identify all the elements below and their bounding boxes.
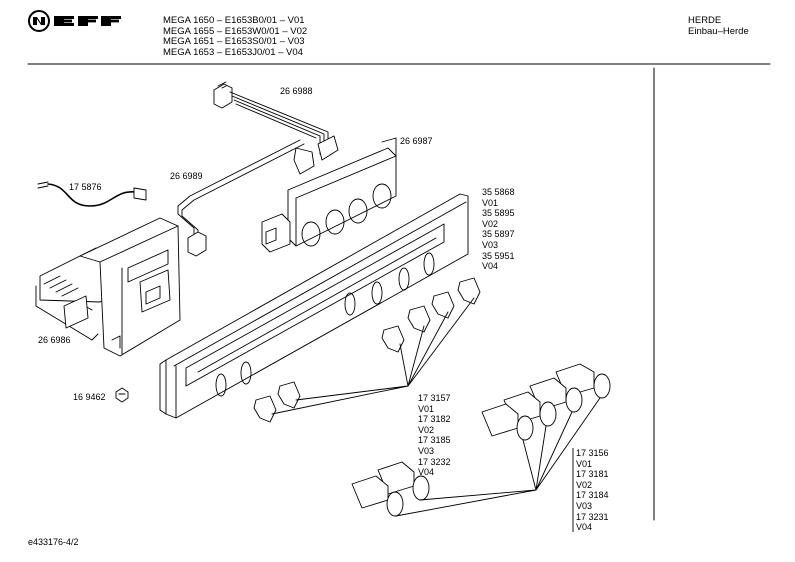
wire-harness-part — [177, 139, 315, 257]
model-line: MEGA 1650 – E1653B0/01 – V01 — [163, 15, 305, 26]
part-number: 17 3185 — [418, 435, 451, 446]
part-number: 35 5897 — [482, 229, 515, 240]
variant: V02 — [418, 424, 435, 435]
part-label-knob-large: 17 3156 V01 17 3181 V02 17 3184 V03 17 3… — [576, 448, 609, 533]
part-number: 17 3156 — [576, 448, 609, 458]
model-line: MEGA 1655 – E1653W0/01 – V02 — [163, 25, 308, 37]
document-id: e433176-4/2 — [28, 537, 79, 547]
part-number: 17 3157 — [418, 393, 451, 403]
variant: V04 — [482, 261, 499, 272]
model-list: MEGA 1650 – E1653B0/01 – V01 MEGA 1655 –… — [163, 15, 308, 58]
knob-holder-small — [253, 277, 481, 423]
part-label-266989: 26 6989 — [170, 171, 203, 181]
part-number: 35 5895 — [482, 208, 515, 219]
variant: V03 — [482, 239, 499, 250]
part-number: 35 5868 — [482, 187, 515, 197]
variant: V02 — [576, 479, 593, 490]
part-number: 17 3232 — [418, 456, 451, 467]
brand-logo — [28, 10, 122, 32]
variant: V04 — [576, 522, 593, 533]
category-title: HERDE — [688, 15, 722, 26]
part-label-266988: 26 6988 — [280, 86, 313, 96]
variant: V04 — [418, 467, 435, 478]
variant: V03 — [418, 445, 435, 456]
knob-leader-small — [271, 297, 475, 415]
variant: V03 — [576, 500, 593, 511]
sensor-wire-part — [37, 181, 147, 207]
part-number: 17 3184 — [576, 490, 609, 501]
fascia-panel-part — [159, 193, 469, 419]
ribbon-cable-part — [213, 81, 339, 161]
logo-wordmark-icon — [54, 16, 121, 26]
variant: V01 — [482, 197, 499, 208]
part-label-266986: 26 6986 — [38, 335, 71, 345]
part-number: 17 3182 — [418, 414, 451, 425]
variant: V01 — [576, 458, 593, 469]
control-module-part — [35, 217, 181, 357]
variant: V02 — [482, 218, 499, 229]
switch-block-part — [261, 137, 397, 253]
knob-leader-large — [395, 397, 601, 517]
category-subtitle: Einbau–Herde — [688, 25, 749, 37]
part-number: 35 5951 — [482, 250, 515, 261]
part-label-knob-small: 17 3157 V01 17 3182 V02 17 3185 V03 17 3… — [418, 393, 451, 478]
logo-emblem-icon — [28, 10, 50, 32]
model-line: MEGA 1653 – E1653J0/01 – V04 — [163, 46, 303, 58]
part-label-175876: 17 5876 — [69, 182, 102, 192]
category-block: HERDE Einbau–Herde — [688, 15, 749, 37]
part-number: 17 3231 — [576, 511, 609, 522]
model-line: MEGA 1651 – E1653S0/01 – V03 — [163, 36, 305, 47]
variant: V01 — [418, 403, 435, 414]
part-label-266987: 26 6987 — [400, 136, 433, 146]
part-label-panel: 35 5868 V01 35 5895 V02 35 5897 V03 35 5… — [482, 187, 515, 272]
knob-large — [351, 363, 611, 517]
part-label-169462: 16 9462 — [73, 392, 106, 402]
part-number: 17 3181 — [576, 469, 609, 480]
screw-part — [115, 387, 129, 403]
